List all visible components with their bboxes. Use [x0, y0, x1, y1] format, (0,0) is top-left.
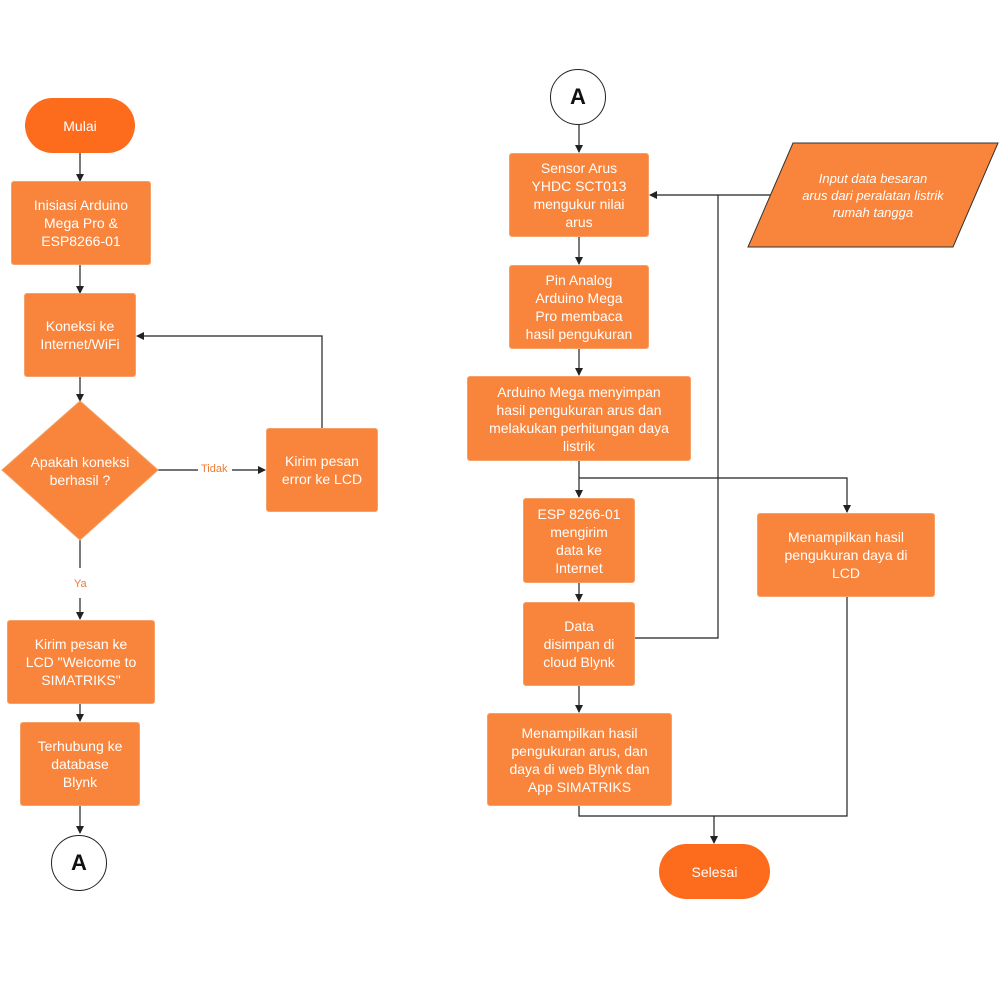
edge-label-ya: Ya	[74, 578, 87, 590]
end-label: Selesai	[691, 863, 738, 880]
decision-shape	[1, 400, 159, 541]
connector-a-left-label: A	[71, 850, 87, 875]
error-process: Kirim pesan error ke LCD	[266, 428, 378, 512]
edge-lcd-selesai	[714, 597, 848, 817]
sensor-process: Sensor Arus YHDC SCT013 mengukur nilai a…	[509, 153, 649, 237]
connect-label: Koneksi ke Internet/WiFi	[40, 318, 120, 352]
lcd-display-process: Menampilkan hasil pengukuran daya di LCD	[757, 513, 935, 597]
edge-label-tidak: Tidak	[201, 463, 228, 475]
input-label: Input data besaran arus dari peralatan l…	[802, 170, 944, 220]
edge-tampil-selesai	[578, 806, 718, 844]
init-process: Inisiasi Arduino Mega Pro & ESP8266-01	[11, 181, 151, 265]
connector-a-right-label: A	[570, 84, 586, 109]
welcome-label: Kirim pesan ke LCD "Welcome to SIMATRIKS…	[25, 636, 137, 688]
sensor-label: Sensor Arus YHDC SCT013 mengukur nilai a…	[531, 160, 627, 230]
edge-arduino-lcd	[579, 477, 851, 513]
input-shape	[747, 142, 999, 248]
start-terminator: Mulai	[25, 98, 135, 153]
edge-data-loop-sensor	[635, 195, 719, 639]
database-process: Terhubung ke database Blynk	[20, 722, 140, 806]
connect-process: Koneksi ke Internet/WiFi	[24, 293, 136, 377]
analog-read-label: Pin Analog Arduino Mega Pro membaca hasi…	[525, 272, 633, 342]
connector-a-right: A	[550, 69, 606, 125]
esp-send-label: ESP 8266-01 mengirim data ke Internet	[537, 505, 621, 576]
web-display-label: Menampilkan hasil pengukuran arus, dan d…	[509, 724, 650, 795]
welcome-process: Kirim pesan ke LCD "Welcome to SIMATRIKS…	[7, 620, 155, 704]
end-terminator: Selesai	[659, 844, 770, 899]
decision-node: Apakah koneksi berhasil ?	[0, 401, 160, 541]
error-label: Kirim pesan error ke LCD	[281, 453, 363, 487]
connector-a-left: A	[51, 835, 107, 891]
database-label: Terhubung ke database Blynk	[37, 738, 123, 790]
lcd-display-label: Menampilkan hasil pengukuran daya di LCD	[784, 529, 908, 581]
start-label: Mulai	[63, 117, 97, 134]
web-display-process: Menampilkan hasil pengukuran arus, dan d…	[487, 713, 672, 806]
compute-label: Arduino Mega menyimpan hasil pengukuran …	[489, 383, 669, 454]
decision-label: Apakah koneksi berhasil ?	[30, 454, 130, 488]
compute-process: Arduino Mega menyimpan hasil pengukuran …	[467, 376, 691, 461]
edge-error-loop-koneksi	[136, 332, 323, 428]
esp-send-process: ESP 8266-01 mengirim data ke Internet	[523, 498, 635, 583]
cloud-store-label: Data disimpan di cloud Blynk	[543, 618, 615, 670]
analog-read-process: Pin Analog Arduino Mega Pro membaca hasi…	[509, 265, 649, 349]
cloud-store-process: Data disimpan di cloud Blynk	[523, 602, 635, 686]
init-label: Inisiasi Arduino Mega Pro & ESP8266-01	[33, 197, 129, 249]
